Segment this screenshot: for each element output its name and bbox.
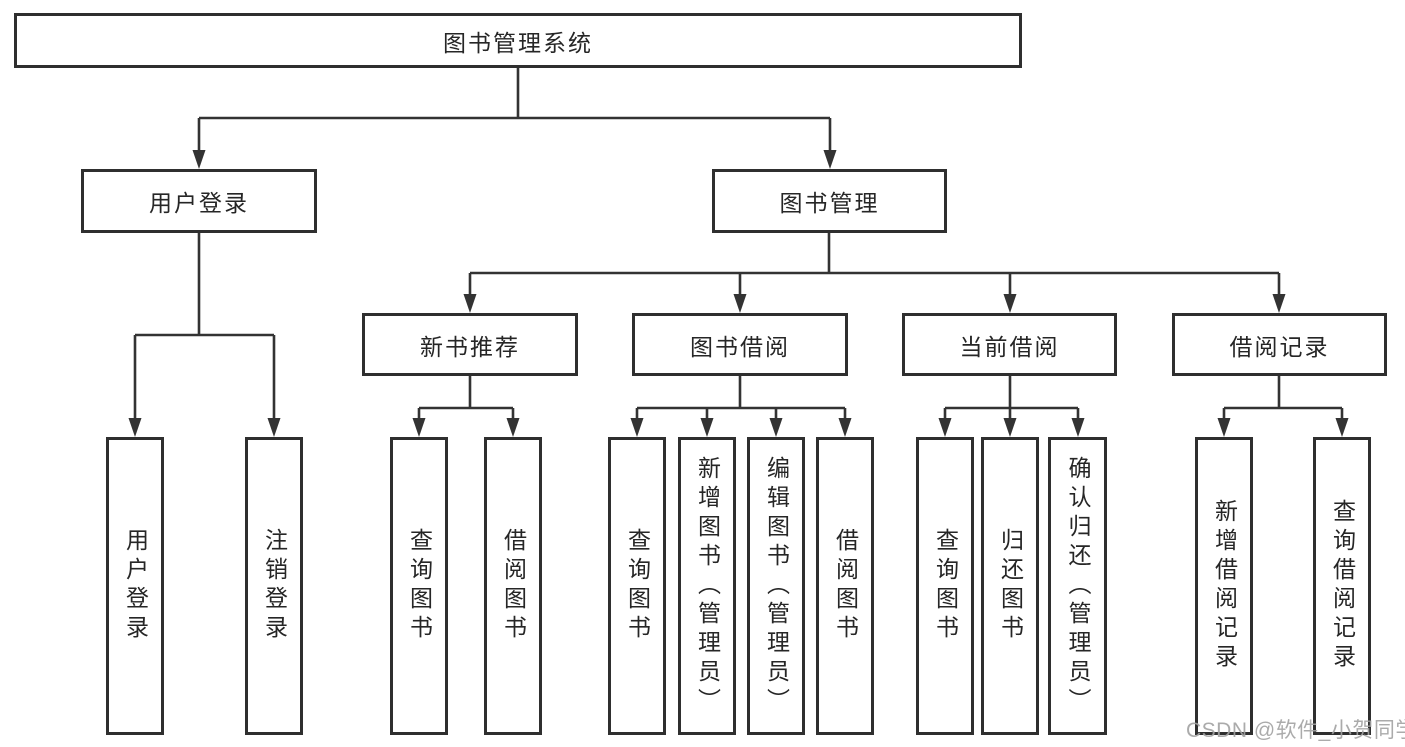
leaf-label: 编辑图书（管理员） — [763, 455, 790, 717]
arrowheads-newbooks-children — [412, 418, 520, 437]
csdn-watermark: CSDN @软件_小贺同学 — [1186, 719, 1405, 742]
leaf-logout: 注销登录 — [245, 437, 303, 735]
connector-userlogin-children — [133, 233, 276, 433]
leaf-add-books-admin: 新增图书（管理员） — [678, 437, 736, 735]
leaf-label: 借阅图书 — [832, 528, 859, 644]
leaf-label: 新增借阅记录 — [1211, 499, 1238, 673]
node-current-borrow: 当前借阅 — [902, 313, 1117, 376]
leaf-edit-books-admin: 编辑图书（管理员） — [747, 437, 805, 735]
leaf-label: 查询借阅记录 — [1329, 499, 1356, 673]
leaf-borrow-books: 借阅图书 — [816, 437, 874, 735]
node-label: 用户登录 — [149, 190, 249, 216]
leaf-query-books-recommend: 查询图书 — [390, 437, 448, 735]
node-label: 图书借阅 — [690, 333, 790, 360]
leaf-query-borrow-record: 查询借阅记录 — [1313, 437, 1371, 735]
node-label: 当前借阅 — [959, 333, 1060, 360]
node-root-system: 图书管理系统 — [14, 13, 1022, 68]
leaf-query-books-borrow: 查询图书 — [608, 437, 666, 735]
leaf-query-books-current: 查询图书 — [916, 437, 974, 735]
leaf-user-login: 用户登录 — [106, 437, 164, 735]
connector-bookmgmt-to-level3 — [468, 233, 1281, 309]
arrowheads-borrow-children — [630, 418, 852, 437]
leaf-borrow-books-recommend: 借阅图书 — [484, 437, 542, 735]
leaf-return-books: 归还图书 — [981, 437, 1039, 735]
connector-newbooks-children — [417, 376, 515, 433]
leaf-label: 注销登录 — [261, 528, 288, 644]
node-root-label: 图书管理系统 — [443, 29, 593, 56]
leaf-add-borrow-record: 新增借阅记录 — [1195, 437, 1253, 735]
arrowheads-records-children — [1217, 418, 1349, 437]
arrowheads-current-children — [938, 418, 1085, 437]
leaf-label: 借阅图书 — [500, 528, 527, 644]
leaf-label: 查询图书 — [624, 528, 651, 644]
node-label: 图书管理 — [779, 190, 880, 216]
leaf-label: 归还图书 — [997, 528, 1024, 644]
node-label: 新书推荐 — [420, 333, 520, 360]
leaf-label: 查询图书 — [932, 528, 959, 644]
arrowheads-level3 — [463, 294, 1286, 313]
leaf-label: 确认归还（管理员） — [1065, 455, 1091, 717]
arrowheads-userlogin-children — [128, 418, 281, 437]
leaf-confirm-return-admin: 确认归还（管理员） — [1048, 437, 1107, 735]
node-book-management: 图书管理 — [712, 169, 947, 233]
leaf-label: 查询图书 — [406, 528, 433, 644]
node-new-book-recommend: 新书推荐 — [362, 313, 578, 376]
arrowheads-level2 — [192, 150, 837, 169]
connector-root-to-level2 — [197, 68, 832, 165]
leaf-label: 用户登录 — [122, 528, 149, 644]
node-user-login-group: 用户登录 — [81, 169, 317, 233]
node-borrow-records: 借阅记录 — [1172, 313, 1387, 376]
node-label: 借阅记录 — [1229, 333, 1330, 360]
connector-records-children — [1222, 376, 1344, 433]
leaf-label: 新增图书（管理员） — [694, 455, 721, 717]
connector-borrow-children — [635, 376, 847, 433]
node-book-borrow: 图书借阅 — [632, 313, 848, 376]
